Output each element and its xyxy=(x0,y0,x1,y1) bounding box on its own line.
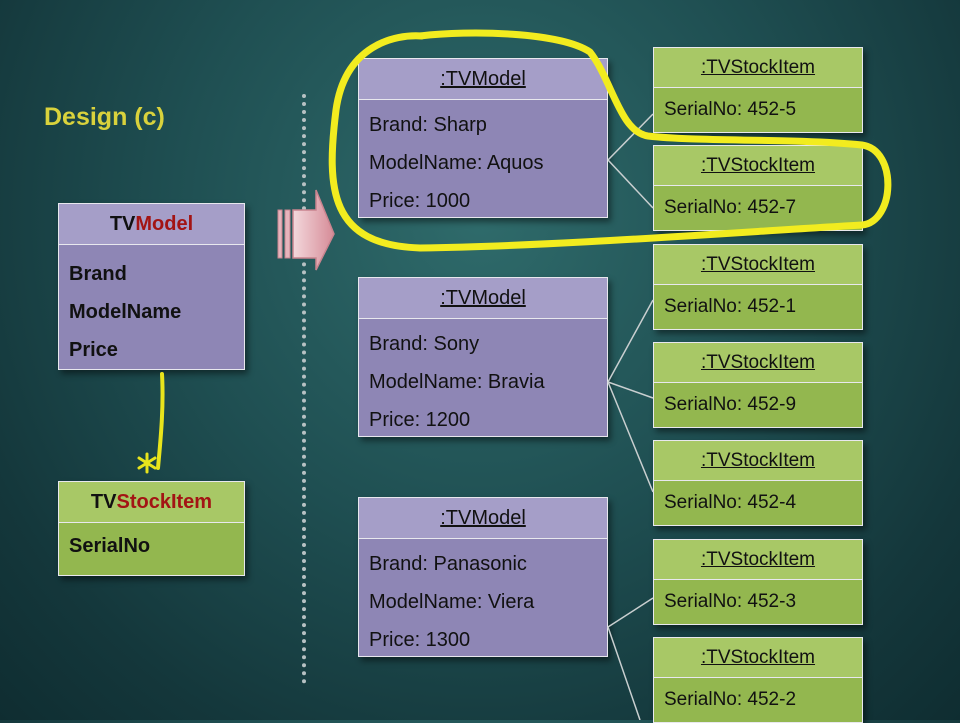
object-brand: Brand: Sharp xyxy=(369,114,487,136)
class-tvstockitem: TVStockItem SerialNo xyxy=(58,481,245,576)
object-stockitem: :TVStockItem SerialNo: 452-7 xyxy=(653,145,863,231)
object-header: :TVStockItem xyxy=(700,450,816,471)
object-header: :TVModel xyxy=(440,507,526,529)
class-tvmodel-name: TVModel xyxy=(59,204,244,245)
object-stockitem: :TVStockItem SerialNo: 452-5 xyxy=(653,47,863,133)
object-model: ModelName: Bravia xyxy=(369,371,545,393)
object-price: Price: 1200 xyxy=(369,409,471,431)
object-serial: SerialNo: 452-9 xyxy=(664,394,797,415)
object-header: :TVStockItem xyxy=(700,155,816,176)
object-model: ModelName: Viera xyxy=(369,591,535,613)
object-stockitem: :TVStockItem SerialNo: 452-3 xyxy=(653,539,863,625)
association-line xyxy=(156,372,165,470)
object-stockitem: :TVStockItem SerialNo: 452-2 xyxy=(653,637,863,723)
class-tvstockitem-name: TVStockItem xyxy=(59,482,244,523)
object-price: Price: 1300 xyxy=(369,629,471,651)
object-serial: SerialNo: 452-3 xyxy=(664,591,797,612)
class-attribute: Brand xyxy=(69,263,127,285)
object-stockitem: :TVStockItem SerialNo: 452-1 xyxy=(653,244,863,330)
class-attribute: Price xyxy=(69,339,118,361)
object-header: :TVStockItem xyxy=(700,352,816,373)
slide-title: Design (c) xyxy=(44,103,165,131)
class-tvmodel: TVModel Brand ModelName Price xyxy=(58,203,245,370)
object-serial: SerialNo: 452-7 xyxy=(664,197,797,218)
object-stockitem: :TVStockItem SerialNo: 452-4 xyxy=(653,440,863,526)
object-stockitem: :TVStockItem SerialNo: 452-9 xyxy=(653,342,863,428)
object-serial: SerialNo: 452-5 xyxy=(664,99,797,120)
object-header: :TVStockItem xyxy=(700,254,816,275)
object-price: Price: 1000 xyxy=(369,190,471,212)
object-serial: SerialNo: 452-1 xyxy=(664,296,797,317)
object-header: :TVStockItem xyxy=(700,57,816,78)
object-model: ModelName: Aquos xyxy=(369,152,544,174)
object-header: :TVModel xyxy=(440,68,526,90)
transform-arrow-icon xyxy=(277,189,335,271)
object-tvmodel-sharp: :TVModel Brand: Sharp ModelName: Aquos P… xyxy=(358,58,608,218)
object-brand: Brand: Sony xyxy=(369,333,480,355)
object-links xyxy=(607,113,654,720)
object-serial: SerialNo: 452-2 xyxy=(664,689,797,710)
object-tvmodel-sony: :TVModel Brand: Sony ModelName: Bravia P… xyxy=(358,277,608,437)
object-header: :TVStockItem xyxy=(700,549,816,570)
object-brand: Brand: Panasonic xyxy=(369,553,527,575)
dotted-divider xyxy=(302,94,306,684)
class-attribute: ModelName xyxy=(69,301,182,323)
object-header: :TVModel xyxy=(440,287,526,309)
class-attribute: SerialNo xyxy=(69,535,151,557)
object-tvmodel-panasonic: :TVModel Brand: Panasonic ModelName: Vie… xyxy=(358,497,608,657)
multiplicity-star-icon xyxy=(137,452,157,474)
object-header: :TVStockItem xyxy=(700,647,816,668)
object-serial: SerialNo: 452-4 xyxy=(664,492,797,513)
